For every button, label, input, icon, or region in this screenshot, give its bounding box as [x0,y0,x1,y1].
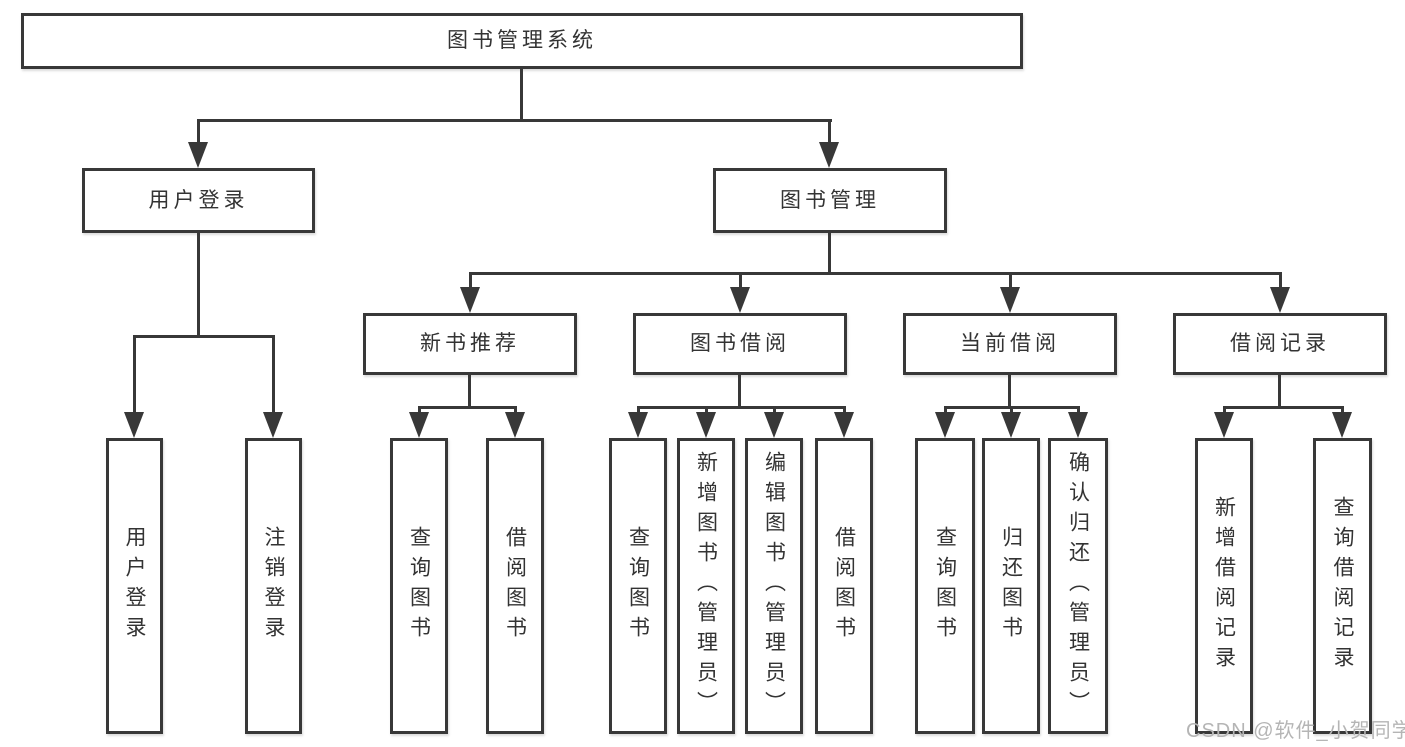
leaf-label-edit-book-admin: 编辑图书（管理员） [762,451,786,721]
rail-line [469,272,1282,275]
node-borrow-record: 借阅记录 [1173,313,1387,375]
leaf-confirm-return-admin: 确认归还（管理员） [1048,438,1108,734]
node-book-borrow: 图书借阅 [633,313,847,375]
node-label-current-borrow: 当前借阅 [960,332,1060,356]
trunk-line [468,375,471,409]
node-book-management: 图书管理 [713,168,947,233]
arrowhead-down-icon [1214,412,1234,438]
node-label-user-login: 用户登录 [148,188,249,212]
arrowhead-down-icon [1270,287,1290,313]
leaf-edit-book-admin: 编辑图书（管理员） [745,438,803,734]
arrowhead-down-icon [935,412,955,438]
arrow-shaft [773,406,776,416]
leaf-label-query-book-1: 查询图书 [407,526,431,646]
leaf-label-add-book-admin: 新增图书（管理员） [694,451,718,721]
rail-line [133,335,275,338]
arrow-shaft [418,406,421,416]
arrowhead-down-icon [834,412,854,438]
arrow-shaft [944,406,947,416]
rail-line [637,406,846,409]
leaf-query-book-1: 查询图书 [390,438,448,734]
watermark: CSDN @软件_小贺同学 [1186,720,1405,742]
arrow-shaft [1279,272,1282,290]
arrow-shaft [637,406,640,416]
leaf-query-borrow-record: 查询借阅记录 [1313,438,1372,734]
arrowhead-down-icon [505,412,525,438]
node-label-root: 图书管理系统 [447,29,597,53]
arrow-shaft [828,119,831,145]
node-user-login: 用户登录 [82,168,315,233]
leaf-label-logout: 注销登录 [262,526,285,646]
arrowhead-down-icon [1068,412,1088,438]
arrow-shaft [1010,406,1013,416]
trunk-line [828,233,831,274]
arrow-shaft [197,119,200,145]
arrowhead-down-icon [1001,412,1021,438]
leaf-label-return-book: 归还图书 [999,526,1023,646]
arrowhead-down-icon [124,412,144,438]
leaf-query-book-2: 查询图书 [609,438,667,734]
arrowhead-down-icon [819,142,839,168]
leaf-label-query-book-3: 查询图书 [933,526,957,646]
trunk-line [520,69,523,122]
leaf-label-add-borrow-record: 新增借阅记录 [1212,496,1236,676]
arrowhead-down-icon [764,412,784,438]
trunk-line [197,233,200,338]
arrow-shaft [1341,406,1344,416]
node-library-management-system: 图书管理系统 [21,13,1023,69]
leaf-user-login: 用户登录 [106,438,163,734]
leaf-return-book: 归还图书 [982,438,1040,734]
arrowhead-down-icon [409,412,429,438]
arrow-shaft [739,272,742,290]
trunk-line [1278,375,1281,409]
leaf-add-book-admin: 新增图书（管理员） [677,438,735,734]
arrow-shaft [469,272,472,290]
rail-line [197,119,832,122]
arrowhead-down-icon [263,412,283,438]
arrow-shaft [1077,406,1080,416]
leaf-label-confirm-return-admin: 确认归还（管理员） [1066,451,1090,721]
arrowhead-down-icon [188,142,208,168]
leaf-borrow-book-1: 借阅图书 [486,438,544,734]
arrowhead-down-icon [1332,412,1352,438]
arrowhead-down-icon [730,287,750,313]
node-label-book-borrow: 图书借阅 [690,332,790,356]
leaf-query-book-3: 查询图书 [915,438,975,734]
arrow-shaft [133,335,136,415]
arrow-shaft [843,406,846,416]
arrow-shaft [1223,406,1226,416]
trunk-line [738,375,741,409]
leaf-label-query-borrow-record: 查询借阅记录 [1331,496,1354,676]
arrowhead-down-icon [1000,287,1020,313]
arrowhead-down-icon [628,412,648,438]
arrow-shaft [272,335,275,415]
node-current-borrow: 当前借阅 [903,313,1117,375]
trunk-line [1008,375,1011,409]
node-new-book-recommend: 新书推荐 [363,313,577,375]
leaf-label-user-login: 用户登录 [123,526,146,646]
leaf-label-query-book-2: 查询图书 [626,526,650,646]
arrow-shaft [514,406,517,416]
leaf-label-borrow-book-2: 借阅图书 [832,526,856,646]
arrowhead-down-icon [460,287,480,313]
leaf-label-borrow-book-1: 借阅图书 [503,526,527,646]
arrowhead-down-icon [696,412,716,438]
arrow-shaft [1009,272,1012,290]
leaf-add-borrow-record: 新增借阅记录 [1195,438,1253,734]
leaf-borrow-book-2: 借阅图书 [815,438,873,734]
node-label-new-book-recommend: 新书推荐 [420,332,520,356]
node-label-borrow-record: 借阅记录 [1230,332,1330,356]
rail-line [1223,406,1344,409]
node-label-book-management: 图书管理 [780,188,880,212]
leaf-logout: 注销登录 [245,438,302,734]
rail-line [418,406,517,409]
arrow-shaft [705,406,708,416]
